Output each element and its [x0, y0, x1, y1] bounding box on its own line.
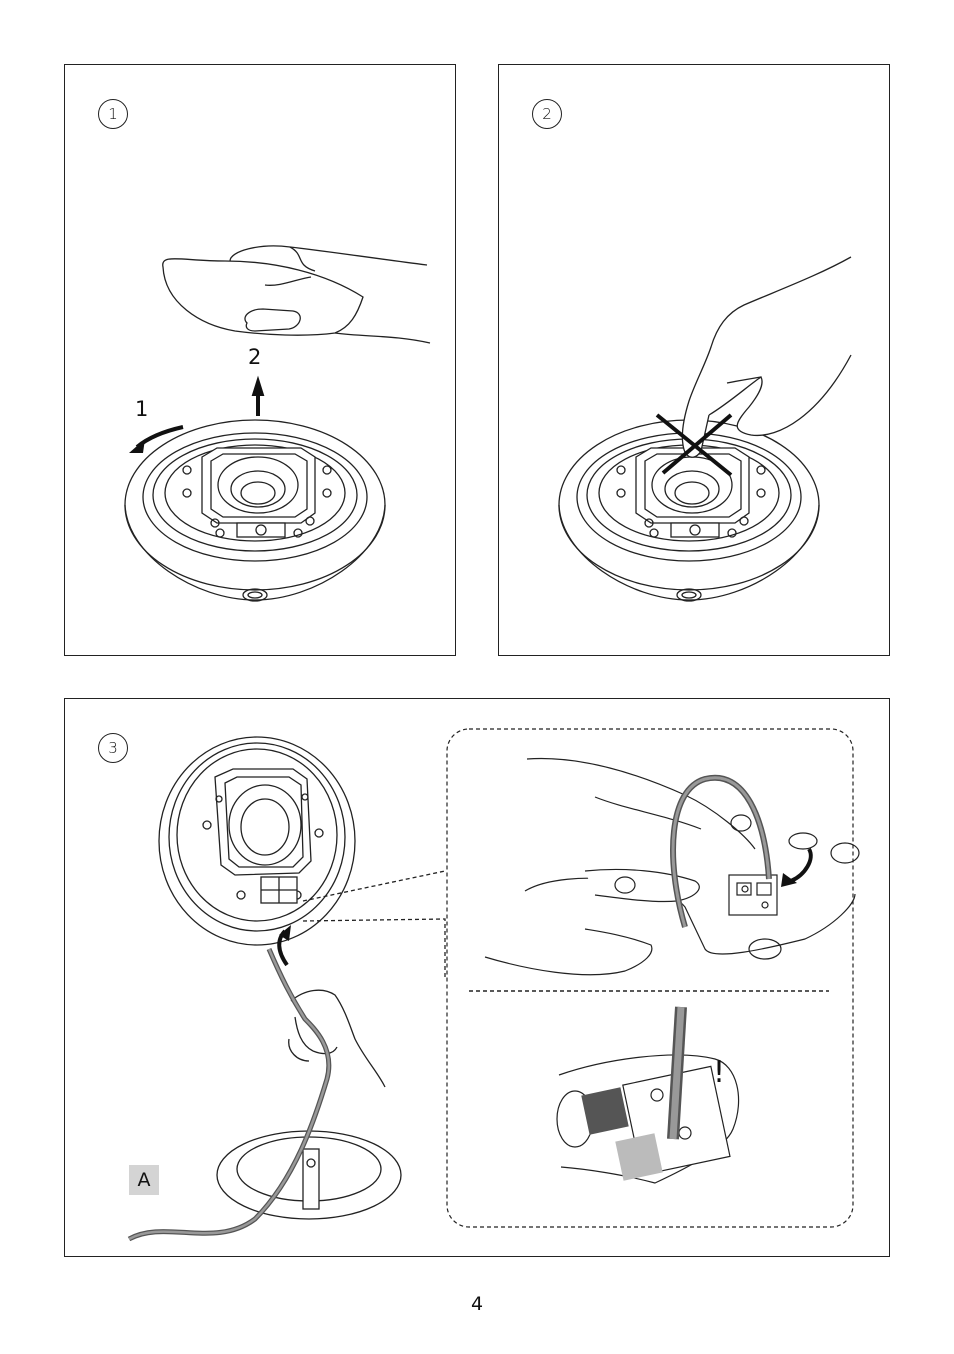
warning-mark: !	[713, 1055, 725, 1090]
step-3-panel: 3 A !	[64, 698, 890, 1257]
step-number-3: 3	[98, 733, 128, 763]
part-label-a: A	[129, 1165, 159, 1195]
step-3-illustration	[65, 699, 891, 1258]
lift-label: 2	[248, 345, 261, 369]
grey-terminal	[615, 1133, 662, 1180]
step-number-2: 2	[532, 99, 562, 129]
black-terminal	[581, 1087, 628, 1134]
lift-arrow	[253, 379, 263, 415]
step-number-1: 1	[98, 99, 128, 129]
page-number: 4	[0, 1293, 954, 1315]
rotate-label: 1	[135, 397, 148, 421]
step-2-illustration	[499, 65, 891, 657]
step-2-panel: 2	[498, 64, 890, 656]
step-1-panel: 1 1 2	[64, 64, 456, 656]
